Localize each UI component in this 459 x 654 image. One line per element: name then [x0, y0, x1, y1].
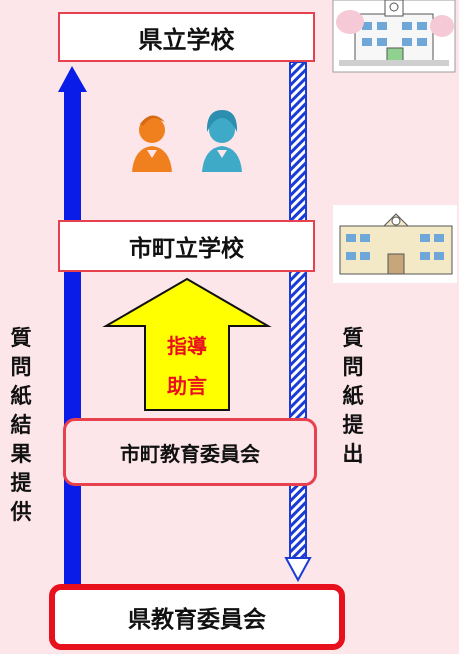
prefectural-board-box: 県教育委員会 — [49, 584, 345, 650]
downward-arrow — [284, 61, 312, 583]
prefectural-school-building-icon — [332, 0, 456, 73]
right-vertical-label: 質問紙提出 — [342, 326, 364, 466]
guidance-label-line2: 助言 — [167, 374, 207, 398]
prefectural-school-label: 県立学校 — [138, 25, 235, 54]
municipal-board-box: 市町教育委員会 — [63, 418, 317, 486]
prefectural-school-box: 県立学校 — [58, 12, 315, 62]
students-icon — [132, 110, 242, 172]
upward-arrow — [58, 66, 87, 584]
municipal-board-label: 市町教育委員会 — [120, 441, 260, 466]
municipal-school-label: 市町立学校 — [129, 236, 244, 262]
municipal-school-building-icon — [333, 205, 457, 283]
guidance-arrow — [102, 277, 272, 411]
guidance-label-line1: 指導 — [167, 334, 207, 358]
left-vertical-label: 質問紙結果提供 — [10, 326, 32, 524]
municipal-school-box: 市町立学校 — [58, 220, 315, 272]
prefectural-board-label: 県教育委員会 — [128, 607, 266, 633]
